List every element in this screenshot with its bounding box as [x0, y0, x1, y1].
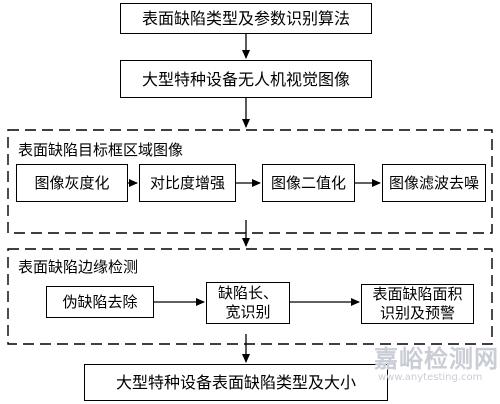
area-warning-box: 表面缺陷面积 识别及预警: [361, 284, 474, 324]
remove-false-defect-box: 伪缺陷去除: [46, 286, 154, 318]
length-width-label: 缺陷长、 宽识别: [217, 284, 278, 321]
grayscale-label: 图像灰度化: [34, 173, 110, 192]
length-width-box: 缺陷长、 宽识别: [206, 282, 290, 324]
area-warning-label: 表面缺陷面积 识别及预警: [372, 285, 463, 322]
denoise-box: 图像滤波去噪: [382, 164, 486, 202]
group2-title: 表面缺陷边缘检测: [18, 258, 139, 276]
grayscale-box: 图像灰度化: [16, 164, 128, 202]
remove-false-defect-label: 伪缺陷去除: [62, 292, 138, 311]
result-label: 大型特种设备表面缺陷类型及大小: [115, 373, 356, 392]
group-frame-edge-detection: [7, 248, 493, 345]
uav-image-label: 大型特种设备无人机视觉图像: [141, 69, 350, 89]
watermark-url: www.anytesting.com: [378, 372, 483, 383]
uav-image-box: 大型特种设备无人机视觉图像: [120, 60, 372, 98]
result-box: 大型特种设备表面缺陷类型及大小: [84, 364, 388, 401]
watermark-brand: 嘉峪检测网: [374, 345, 499, 373]
binarize-box: 图像二值化: [262, 164, 355, 202]
group-frame-preprocess: [7, 129, 493, 234]
contrast-label: 对比度增强: [149, 173, 225, 192]
algorithm-box: 表面缺陷类型及参数识别算法: [120, 3, 372, 34]
group1-title: 表面缺陷目标框区域图像: [18, 141, 184, 159]
algorithm-label: 表面缺陷类型及参数识别算法: [141, 9, 350, 28]
binarize-label: 图像二值化: [270, 173, 346, 192]
contrast-box: 对比度增强: [139, 164, 236, 202]
denoise-label: 图像滤波去噪: [388, 173, 479, 192]
